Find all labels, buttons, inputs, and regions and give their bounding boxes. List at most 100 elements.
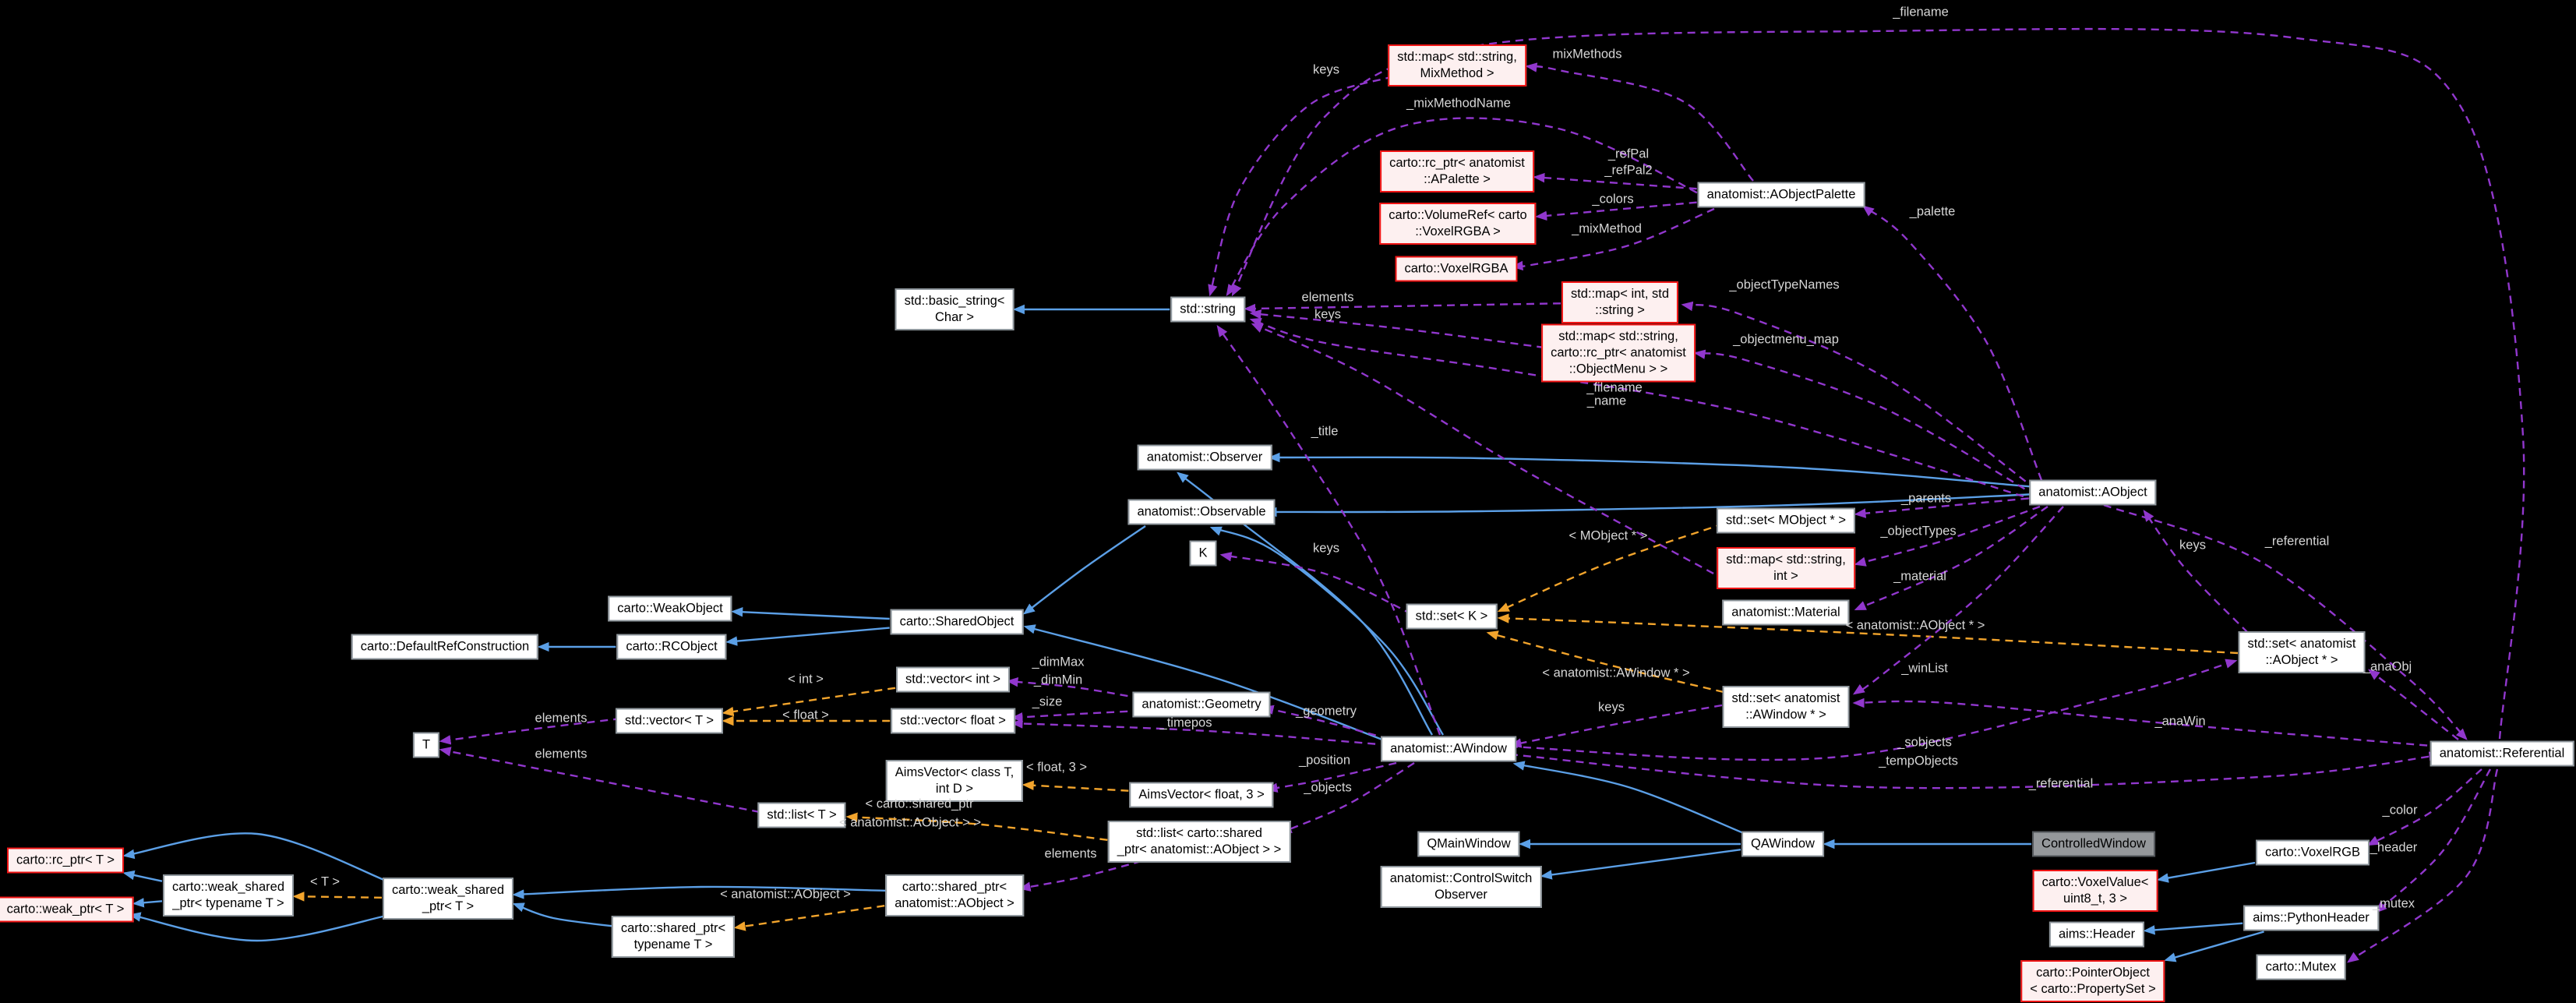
class-node-set_k[interactable]: std::set< K > — [1406, 603, 1498, 630]
class-node-sharedptr_aobject[interactable]: carto::shared_ptr<anatomist::AObject > — [885, 874, 1024, 916]
class-node-pythonheader[interactable]: aims::PythonHeader — [2243, 905, 2379, 931]
class-node-list_sharedptr[interactable]: std::list< carto::shared_ptr< anatomist:… — [1107, 821, 1291, 863]
class-node-rcptr_apalette[interactable]: carto::rc_ptr< anatomist::APalette > — [1380, 150, 1534, 192]
class-node-tbox[interactable]: T — [412, 732, 440, 758]
edge-aobject-to-referential — [2103, 503, 2468, 740]
class-node-set_aobject[interactable]: std::set< anatomist::AObject * > — [2238, 631, 2366, 673]
class-node-map_int_string[interactable]: std::map< int, std::string > — [1561, 281, 1679, 323]
edge-list_sharedptr-to-sharedptr_aobject — [1018, 860, 1142, 892]
edge-awindow-to-observer — [1177, 471, 1434, 736]
class-node-set_awindow[interactable]: std::set< anatomist::AWindow * > — [1722, 686, 1850, 728]
edge-label: _position — [1298, 753, 1351, 768]
class-node-weakshared_typename[interactable]: carto::weak_shared_ptr< typename T > — [163, 874, 294, 916]
class-node-rcptr_t[interactable]: carto::rc_ptr< T > — [7, 847, 124, 874]
edge-referential-to-set_aobject — [2368, 669, 2459, 740]
class-node-voxelrgb[interactable]: carto::VoxelRGB — [2256, 839, 2370, 866]
edge-vector_t-to-tbox — [439, 717, 622, 745]
class-node-map_mixmethod[interactable]: std::map< std::string,MixMethod > — [1388, 44, 1526, 87]
edge-weakshared_t-to-weakptr_t — [129, 912, 390, 942]
edge-label: _size — [1032, 694, 1063, 709]
class-node-awindow[interactable]: anatomist::AWindow — [1381, 736, 1516, 762]
class-node-voxelrgba[interactable]: carto::VoxelRGBA — [1395, 256, 1518, 282]
class-node-label: ::APalette > — [1424, 172, 1491, 186]
class-node-list_t[interactable]: std::list< T > — [757, 802, 846, 828]
class-node-observer[interactable]: anatomist::Observer — [1137, 444, 1272, 471]
edge-aobject-to-map_string_int — [1854, 505, 2041, 567]
edge-label: elements — [535, 747, 588, 761]
class-node-aimsheader[interactable]: aims::Header — [2048, 921, 2145, 948]
class-node-vector_float[interactable]: std::vector< float > — [891, 708, 1015, 734]
class-node-stdstring[interactable]: std::string — [1170, 296, 1245, 323]
class-node-geometry[interactable]: anatomist::Geometry — [1132, 691, 1271, 718]
class-node-aimsvector_f3[interactable]: AimsVector< float, 3 > — [1129, 782, 1274, 808]
class-node-weakobject[interactable]: carto::WeakObject — [608, 595, 732, 622]
class-node-defaultref[interactable]: carto::DefaultRefConstruction — [351, 634, 539, 660]
class-node-label: anatomist::AObjectPalette — [1706, 187, 1856, 202]
class-node-referential[interactable]: anatomist::Referential — [2430, 740, 2574, 767]
edge-label: < float, 3 > — [1026, 760, 1087, 775]
class-node-label: Char > — [935, 310, 974, 324]
edge-label: _title — [1311, 424, 1339, 439]
edge-label: elements — [1044, 846, 1097, 861]
class-node-qmainwindow[interactable]: QMainWindow — [1417, 831, 1520, 857]
edge-voxelrgb-to-voxelvalue — [2156, 861, 2256, 883]
class-node-map_string_int[interactable]: std::map< std::string,int > — [1717, 547, 1855, 589]
class-node-label: std::map< std::string, — [1397, 50, 1517, 64]
edge-aobjectpalette-to-volumeref — [1535, 201, 1697, 221]
class-node-material[interactable]: anatomist::Material — [1722, 599, 1850, 626]
edge-weakshared_typename-to-weakptr_t — [132, 898, 163, 908]
edge-label: _header — [2370, 840, 2418, 855]
edge-sharedobject-to-weakobject — [731, 607, 890, 620]
class-node-aobjectpalette[interactable]: anatomist::AObjectPalette — [1697, 182, 1865, 208]
class-node-mutex[interactable]: carto::Mutex — [2256, 954, 2346, 980]
class-node-label: Observer — [1434, 888, 1487, 902]
edge-pythonheader-to-aimsheader — [2143, 922, 2243, 935]
class-node-weakshared_t[interactable]: carto::weak_shared_ptr< T > — [383, 878, 513, 920]
class-node-controlledwindow[interactable]: ControlledWindow — [2032, 831, 2155, 857]
class-node-label: < carto::PropertySet > — [2030, 982, 2156, 996]
class-node-label: std::list< carto::shared — [1136, 826, 1262, 840]
class-node-basic_string[interactable]: std::basic_string<Char > — [895, 288, 1015, 330]
edge-label: < float > — [782, 708, 829, 722]
class-node-label: ::ObjectMenu > > — [1569, 362, 1668, 376]
class-node-vector_t[interactable]: std::vector< T > — [615, 708, 724, 734]
edge-label: _sobjects — [1897, 735, 1952, 750]
class-node-aimsvector_td[interactable]: AimsVector< class T,int D > — [885, 760, 1024, 802]
class-node-voxelvalue[interactable]: carto::VoxelValue<uint8_t, 3 > — [2032, 870, 2158, 912]
class-node-kbox[interactable]: K — [1189, 540, 1217, 567]
class-node-qawindow[interactable]: QAWindow — [1741, 831, 1824, 857]
edge-map_mixmethod-to-stdstring — [1208, 75, 1394, 297]
class-node-vector_int[interactable]: std::vector< int > — [896, 666, 1010, 693]
class-node-label: carto::Mutex — [2265, 959, 2337, 974]
class-node-label: _ptr< T > — [422, 899, 475, 913]
class-node-rcobject[interactable]: carto::RCObject — [616, 634, 727, 660]
class-node-sharedobject[interactable]: carto::SharedObject — [890, 609, 1024, 635]
class-node-label: aims::Header — [2058, 927, 2136, 941]
class-node-label: std::map< int, std — [1570, 287, 1670, 301]
class-node-label: carto::WeakObject — [617, 601, 723, 616]
class-node-pointerobject[interactable]: carto::PointerObject< carto::PropertySet… — [2020, 960, 2165, 1002]
class-node-label: MixMethod > — [1420, 66, 1494, 80]
class-node-aobject[interactable]: anatomist::AObject — [2029, 479, 2157, 506]
class-node-map_objectmenu[interactable]: std::map< std::string,carto::rc_ptr< ana… — [1541, 323, 1696, 383]
edge-label: _refPal2 — [1604, 163, 1653, 178]
class-node-sharedptr_typename[interactable]: carto::shared_ptr<typename T > — [611, 916, 736, 958]
class-node-weakptr_t[interactable]: carto::weak_ptr< T > — [0, 896, 134, 923]
edge-aobject-to-material — [1854, 506, 2048, 611]
edge-label: _dimMax — [1032, 655, 1085, 669]
edge-label: < T > — [310, 874, 340, 889]
class-node-label: carto::VolumeRef< carto — [1389, 208, 1527, 222]
edge-weakshared_t-to-rcptr_t — [122, 832, 390, 884]
class-node-set_mobject[interactable]: std::set< MObject * > — [1716, 507, 1856, 534]
edge-label: _mixMethod — [1572, 221, 1642, 236]
class-node-label: carto::VoxelRGB — [2265, 845, 2360, 860]
class-node-volumeref[interactable]: carto::VolumeRef< carto::VoxelRGBA > — [1379, 203, 1537, 245]
edge-label: _mixMethodName — [1406, 96, 1511, 111]
edge-label: _objectTypeNames — [1729, 277, 1840, 292]
edge-label: keys — [1598, 700, 1625, 715]
edge-aobjectpalette-to-rcptr_apalette — [1533, 172, 1697, 190]
class-node-label: std::string — [1180, 302, 1236, 316]
class-node-observable[interactable]: anatomist::Observable — [1127, 499, 1276, 525]
edge-label: _dimMin — [1033, 673, 1083, 687]
